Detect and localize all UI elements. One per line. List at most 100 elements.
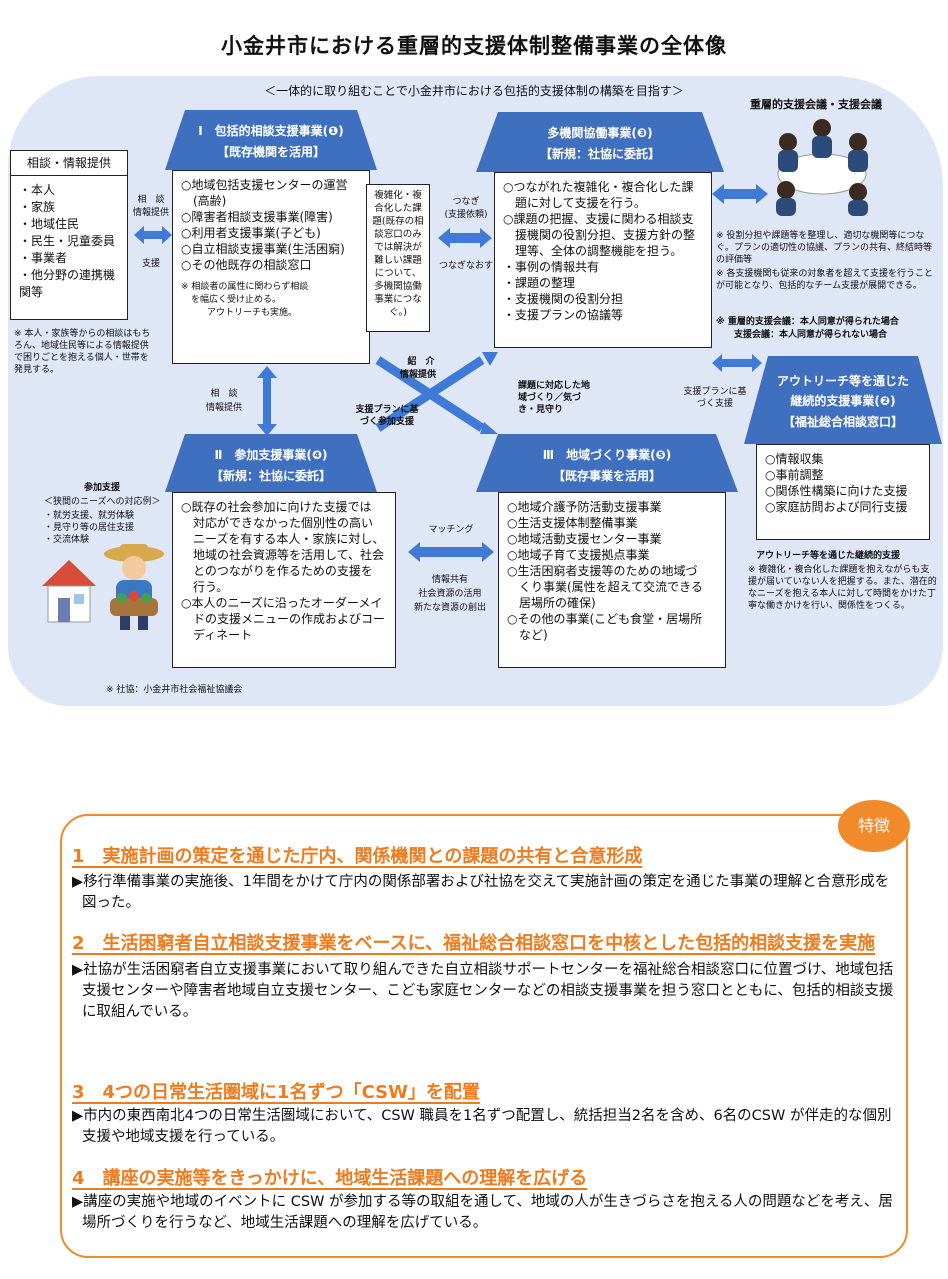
consult-note: ※ 本人・家族等からの相談はもちろん、地域住民等による情報提供で困りごとを抱える… [14, 329, 151, 375]
participation-sub: ＜狭間のニーズへの対応例＞ [44, 497, 161, 507]
box3-line: ・課題の整理 [503, 276, 576, 290]
consult-box: 相談・情報提供 ・本人・家族・地域住民・民生・児童委員・事業者・他分野の連携機関… [10, 150, 128, 320]
house-roof-3 [476, 112, 724, 172]
box3-line: ・事例の情報共有 [503, 260, 600, 274]
double-arrow-icon [408, 542, 494, 562]
box5-line: 居場所の確保) [507, 596, 596, 610]
feature-2: 2 生活困窮者自立相談支援事業をベースに、福祉総合相談窓口を中核とした包括的相談… [72, 930, 894, 1023]
house-illustration-icon [42, 560, 96, 623]
box3-body: ○つながれた複雑化・複合化した課 題に対して支援を行う。○課題の把握、支援に関わ… [494, 172, 712, 348]
consult-item: ・民生・児童委員 [19, 234, 116, 248]
box5-line: ○地域子育て支援拠点事業 [507, 548, 650, 562]
participation-item: ・就労支援、就労体験 [44, 511, 135, 521]
house-roof-5 [476, 434, 738, 492]
box1-title: Ⅰ 包括的相談支援事業(❶) [198, 124, 344, 138]
feature-1-heading: 1 実施計画の策定を通じた庁内、関係機関との課題の共有と合意形成 [72, 846, 643, 867]
box5-line: ○生活支援体制整備事業 [507, 516, 638, 530]
footnote: ※ 社協：小金井市社会福祉協議会 [106, 685, 243, 695]
feature-4-body: ▶講座の実施や地域のイベントに CSW が参加する等の取組を通して、地域の人が生… [72, 1194, 893, 1231]
double-arrow-icon [712, 354, 762, 372]
box5-line: ○地域活動支援センター事業 [507, 532, 662, 546]
feature-2-body: ▶社協が生活困窮者自立支援事業において取り組んできた自立相談サポートセンターを福… [72, 962, 894, 1020]
box4-line: ○本人のニーズに沿ったオーダーメイ [181, 596, 383, 610]
box5-sub: 【既存事業を活用】 [552, 469, 661, 483]
feature-3-body: ▶市内の東西南北4つの日常生活圏域において、CSW 職員を1名ずつ配置し、統括担… [72, 1108, 892, 1145]
box1-note-2: を幅広く受け止める。 [191, 295, 282, 305]
farmer-illustration-icon [104, 544, 164, 630]
box1-note-1: ※ 相談者の属性に関わらず相談 [181, 282, 309, 292]
box4-line: 対応ができなかった個別性の高い [181, 516, 374, 530]
vertical-label-1: 相 談 [210, 389, 238, 399]
box3-line: 理等、全体の調整機能を担う。 [503, 244, 683, 258]
meeting-title: 重層的支援会議・支援会議 [750, 98, 882, 111]
middle-note: 複雑化・複合化した課題(既存の相談窓口のみでは解決が難しい課題について、多機関協… [366, 184, 430, 332]
box3-line: ・支援プランの協議等 [503, 308, 624, 322]
box3-title: 多機関協働事業(❸) [547, 126, 653, 140]
cross-label-plan: 支援プランに基づく参加支援 [355, 405, 419, 427]
feature-2-heading: 2 生活困窮者自立相談支援事業をベースに、福祉総合相談窓口を中核とした包括的相談… [72, 933, 876, 954]
box1-line: ○障害者相談支援事業(障害) [181, 210, 333, 224]
participation-item: ・交流体験 [44, 535, 90, 545]
box4-title: Ⅱ 参加支援事業(❹) [214, 448, 328, 462]
diagram-subtitle: ＜一体的に取り組むことで小金井市における包括的支援体制の構築を目指す＞ [264, 84, 684, 98]
outreach-line: ○情報収集 [765, 452, 824, 466]
consult-item: ・地域住民 [19, 217, 80, 231]
cross-label-intro-2: 情報提供 [399, 370, 436, 380]
box4-line: ディネート [181, 628, 253, 642]
cross-label-intro-1: 紹 介 [407, 357, 435, 367]
features-box [60, 814, 908, 1258]
box4-line: 地域の社会資源等を活用して、社会 [181, 548, 385, 562]
box4-line: ドの支援メニューの作成およびコー [181, 612, 386, 626]
matching-label-3: 社会資源の活用 [418, 589, 482, 599]
feature-1-body: ▶移行準備事業の実施後、1年間をかけて庁内の関係部署および社協を交えて実施計画の… [72, 874, 890, 911]
features-badge: 特徴 [838, 800, 910, 852]
outreach-title-1: アウトリーチ等を通じた [776, 374, 909, 388]
participation-item: ・見守り等の居住支援 [44, 523, 135, 533]
double-arrow-vertical-icon [257, 366, 277, 436]
box1-body: ○地域包括支援センターの運営 (高齢)○障害者相談支援事業(障害)○利用者支援事… [172, 170, 370, 364]
box1-line: ○地域包括支援センターの運営 [181, 178, 348, 192]
meeting-illustration-icon [776, 119, 868, 216]
outreach-line: ○事前調整 [765, 468, 824, 482]
meeting-note-3a: ※ 重層的支援会議：本人同意が得られた場合 [716, 317, 899, 327]
matching-label: マッチング [428, 525, 474, 535]
house-roof-4 [165, 434, 377, 492]
box1-note-3: アウトリーチも実施。 [207, 308, 298, 318]
meeting-note-1: ※ 役割分担や課題等を整理し、適切な機関等につなぐ。プランの適切性の協議、プラン… [716, 231, 933, 265]
double-arrow-icon [438, 228, 492, 248]
house-roof-outreach [744, 356, 942, 444]
cross-arrows-icon [375, 352, 498, 434]
consult-item: ・事業者 [19, 251, 68, 265]
consult-header: 相談・情報提供 [11, 155, 127, 176]
box4-line: とのつながりを作るための支援を [181, 564, 373, 578]
outreach-arrow-label: 支援プランに基づく支援 [683, 387, 747, 409]
box3-sub: 【新規：社協に委託】 [539, 147, 660, 161]
box1-line: (高齢) [181, 194, 227, 208]
outreach-note-title: アウトリーチ等を通じた継続的支援 [756, 551, 901, 561]
box4-line: ニーズを有する本人・家族に対し、 [181, 532, 385, 546]
matching-label-4: 新たな資源の創出 [413, 603, 486, 613]
box5-body: ○地域介護予防活動支援事業○生活支援体制整備事業○地域活動支援センター事業○地域… [498, 492, 726, 668]
consult-item: ・家族 [19, 200, 56, 214]
cross-label-issue: 課題に対応した地域づくり／気づき・見守り [518, 381, 591, 415]
box5-title: Ⅲ 地域づくり事業(❺) [542, 448, 672, 462]
consult-arrow-label-3: 支援 [141, 259, 160, 269]
box1-line: ○自立相談支援事業(生活困窮) [181, 242, 345, 256]
tsunagi-label-3: つなぎなおす [438, 261, 493, 271]
outreach-line: ○関係性構築に向けた支援 [765, 484, 908, 498]
meeting-note-2: ※ 各支援機関も従来の対象者を超えて支援を行うことが可能となり、包括的なチーム支… [716, 269, 933, 291]
house-roof-1 [165, 110, 377, 170]
consult-item: ・他分野の連携機関等 [19, 268, 116, 299]
box4-line: 行う。 [181, 580, 229, 594]
participation-list: ・就労支援、就労体験・見守り等の居住支援・交流体験 [44, 510, 134, 546]
box5-line: ○生活困窮者支援等のための地域づ [507, 564, 698, 578]
box3-line: 題に対して支援を行う。 [503, 196, 646, 210]
double-arrow-icon [134, 226, 172, 244]
box1-line: ○その他既存の相談窓口 [181, 258, 312, 272]
meeting-note-3b: 支援会議：本人同意が得られない場合 [734, 330, 888, 340]
tsunagi-label-1: つなぎ [452, 197, 480, 207]
participation-title: 参加支援 [84, 483, 121, 493]
box3-line: ○つながれた複雑化・複合化した課 [503, 180, 694, 194]
consult-arrow-label-2: 情報提供 [132, 208, 169, 218]
box3-line: ・支援機関の役割分担 [503, 292, 624, 306]
